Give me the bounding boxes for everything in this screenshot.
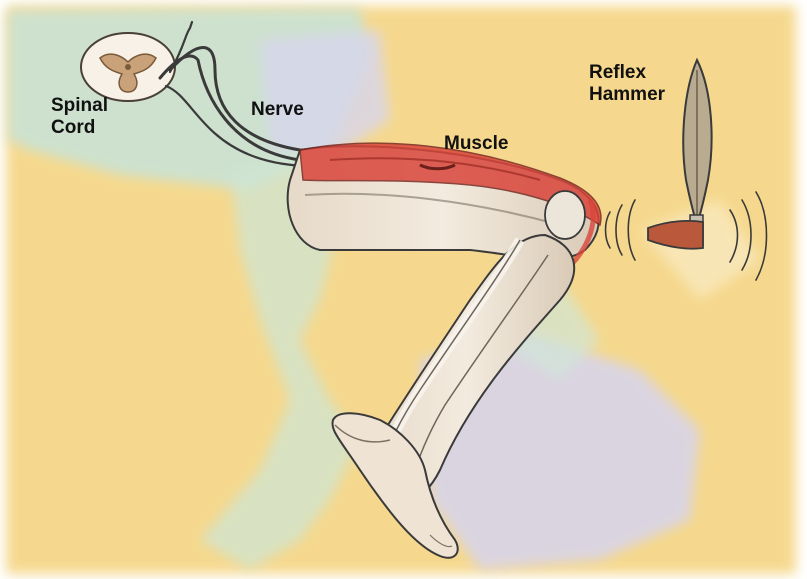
- reflex-hammer-label-line-2: Hammer: [589, 84, 665, 106]
- reflex-hammer-label: Reflex Hammer: [589, 62, 665, 106]
- spinal-cord-label: Spinal Cord: [51, 95, 108, 139]
- spinal-cord-label-line-2: Cord: [51, 117, 108, 139]
- kneecap: [545, 191, 585, 239]
- nerve-label: Nerve: [251, 99, 304, 121]
- muscle-label: Muscle: [444, 133, 508, 155]
- spinal-cord-label-line-1: Spinal: [51, 95, 108, 117]
- spinal-cord-icon: [81, 33, 175, 101]
- reflex-hammer-label-line-1: Reflex: [589, 62, 665, 84]
